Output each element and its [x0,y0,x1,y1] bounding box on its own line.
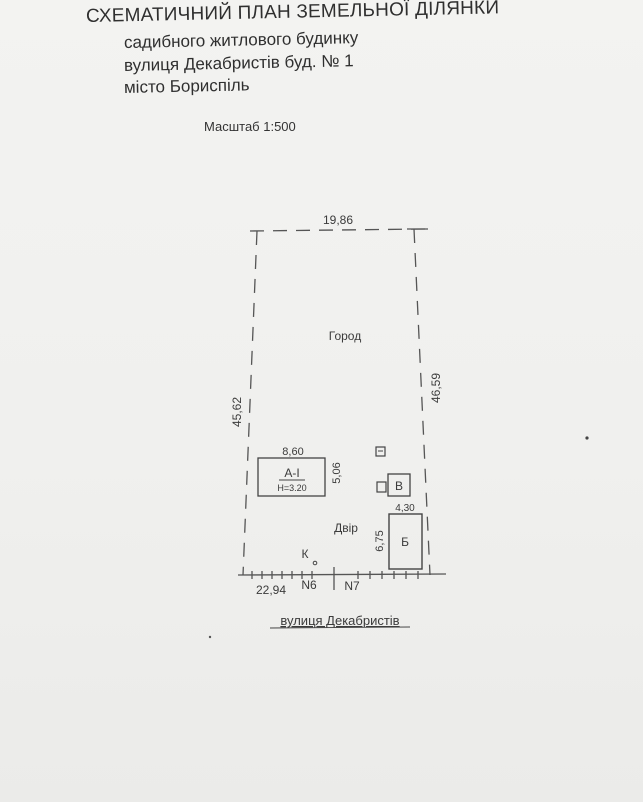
well-icon [312,560,318,566]
right-length-label: 46,59 [429,373,443,403]
boundary-right [413,228,431,576]
neighbor-n7-label: N7 [344,579,360,593]
shed-b-length-label: 6,75 [374,530,386,551]
neighbor-n6-label: N6 [301,578,317,592]
shed-b-width-label: 4,30 [395,503,415,514]
shed-b-outline [388,513,423,570]
garden-label: Город [329,329,361,343]
street-label-underline [269,626,411,629]
shed-v-label: В [395,479,403,493]
street-label: вулиця Декабристів [280,613,399,628]
well-label: К [302,547,309,561]
house-a-label: А-І [284,466,299,480]
paper-speck [585,436,589,440]
shed-b-label: Б [401,535,409,549]
house-width-label: 8,60 [282,446,303,458]
shed-v-outline [387,473,411,497]
paper-speck [208,635,212,639]
bottom-width-label: 22,94 [256,583,286,597]
left-length-label: 45,62 [230,397,244,427]
plot-boundary [242,228,431,576]
house-height-label: Н=3.20 [277,483,306,493]
yard-label: Двір [334,521,358,535]
top-width-label: 19,86 [323,213,353,227]
boundary-left [242,230,258,576]
toilet-square-icon [375,446,386,457]
house-depth-label: 5,06 [331,462,343,483]
small-square-icon [376,481,387,493]
scale-label: Масштаб 1:500 [204,119,296,134]
street-line [237,567,447,590]
house-a-outline [257,457,326,497]
boundary-top [249,228,426,232]
